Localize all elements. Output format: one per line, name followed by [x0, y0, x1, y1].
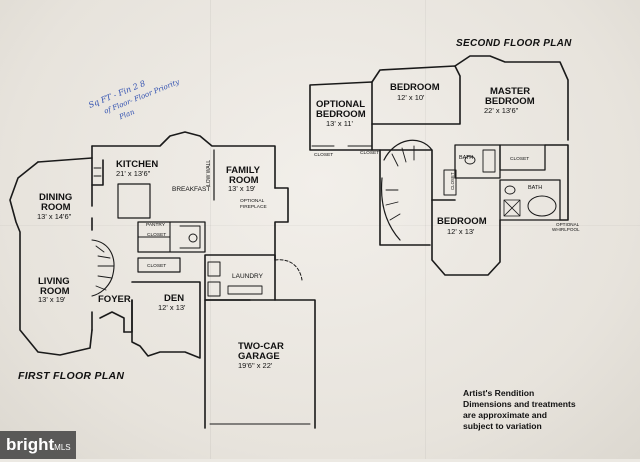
dining-room-label-2: ROOM — [41, 202, 71, 213]
bedroom-top-label: BEDROOM — [390, 82, 440, 93]
disclaimer-line-2: Dimensions and treatments — [463, 399, 576, 409]
closet-label-4: CLOSET — [360, 150, 379, 156]
low-wall-label: LOW WALL — [206, 160, 212, 186]
closet-label-2: CLOSET — [147, 263, 166, 269]
laundry-label: LAUNDRY — [232, 273, 264, 280]
garage-dims: 19'6" x 22' — [238, 361, 273, 370]
watermark-suffix: MLS — [54, 443, 71, 452]
first-floor-stair — [91, 239, 115, 297]
living-room-label-2: ROOM — [40, 286, 70, 297]
second-floor-labels: OPTIONAL BEDROOM 13' x 11' BEDROOM 12' x… — [314, 82, 580, 236]
second-floor-walls — [309, 55, 569, 276]
master-bedroom-label-2: BEDROOM — [485, 96, 535, 107]
first-floor-walls — [9, 131, 316, 429]
first-floor-labels: KITCHEN 21' x 13'6" BREAKFAST LOW WALL F… — [37, 159, 284, 370]
closet-label-5: CLOSET — [510, 156, 529, 162]
brightmls-watermark: brightMLS — [0, 431, 76, 459]
second-floor-stair — [380, 139, 433, 241]
master-bedroom-dims: 22' x 13'6" — [484, 106, 519, 115]
optional-bedroom-label-2: BEDROOM — [316, 109, 366, 120]
master-bedroom-wall — [454, 55, 569, 141]
pantry-label: PANTRY — [146, 222, 166, 228]
dining-bay-wall — [9, 161, 93, 356]
closet-label-6: CLOSET — [450, 172, 455, 190]
living-room-label-1: LIVING — [38, 276, 70, 287]
disclaimer-line-4: subject to variation — [463, 421, 542, 431]
breakfast-label: BREAKFAST — [172, 186, 210, 193]
garage-label-1: TWO-CAR — [238, 341, 284, 352]
den-dims: 12' x 13' — [158, 303, 186, 312]
fireplace-label-1: OPTIONAL — [240, 198, 265, 204]
handwritten-line-3: Plan — [117, 108, 136, 122]
den-label: DEN — [164, 293, 184, 304]
disclaimer-line-1: Artist's Rendition — [463, 388, 535, 398]
bedroom-bottom-label: BEDROOM — [437, 216, 487, 227]
garage-label-2: GARAGE — [238, 351, 280, 362]
bedroom-top-dims: 12' x 10' — [397, 93, 425, 102]
family-room-label-2: ROOM — [229, 175, 259, 186]
garage-wall — [204, 299, 316, 429]
living-room-dims: 13' x 19' — [38, 295, 66, 304]
family-room-label-1: FAMILY — [226, 165, 261, 176]
disclaimer: Artist's Rendition Dimensions and treatm… — [463, 388, 603, 432]
kitchen-dims: 21' x 13'6" — [116, 169, 151, 178]
bedroom-bottom-dims: 12' x 13' — [447, 227, 475, 236]
whirlpool-label-2: WHIRLPOOL — [552, 227, 580, 232]
disclaimer-line-3: are approximate and — [463, 410, 548, 420]
lower-bedroom-wall — [431, 199, 501, 276]
closet-label-3: CLOSET — [314, 152, 333, 158]
second-floor-title: SECOND FLOOR PLAN — [456, 38, 572, 49]
fireplace-label-2: FIREPLACE — [240, 204, 267, 210]
closet-label-1: CLOSET — [147, 232, 166, 238]
first-floor-title: FIRST FLOOR PLAN — [18, 370, 125, 382]
watermark-text: bright — [6, 435, 55, 454]
optional-bedroom-dims: 13' x 11' — [326, 119, 353, 128]
handwritten-note: Sq FT - Fin 2 8 of Floor- Floor Priority… — [87, 78, 181, 122]
dining-room-dims: 13' x 14'6" — [37, 212, 72, 221]
optional-bedroom-label-1: OPTIONAL — [316, 99, 365, 110]
kitchen-label: KITCHEN — [116, 159, 158, 170]
dining-room-label-1: DINING — [39, 192, 72, 203]
den-wall — [131, 281, 201, 359]
master-bedroom-label-1: MASTER — [490, 86, 530, 97]
whirlpool-label-1: OPTIONAL — [556, 222, 580, 227]
kitchen-wall — [91, 131, 276, 189]
bath-label-2: BATH — [528, 185, 542, 191]
bath-label-1: BATH — [459, 155, 473, 161]
family-room-dims: 13' x 19' — [228, 184, 256, 193]
foyer-label: FOYER — [98, 294, 131, 305]
